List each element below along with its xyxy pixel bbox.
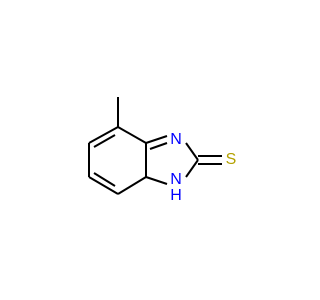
bond-c3a-n3-double-inner xyxy=(149,142,168,150)
nitrogen-atom-label-bottom: N xyxy=(170,171,182,188)
bonds xyxy=(88,97,222,195)
bond-c4-c5 xyxy=(88,126,119,144)
bond-c7-c7a xyxy=(117,176,147,195)
bond-c6-c7 xyxy=(88,176,119,195)
bond-c3a-n3-double xyxy=(145,135,168,144)
hydrogen-atom-label: H xyxy=(170,187,182,204)
bond-c4-c5-inner xyxy=(93,134,116,148)
bond-c2-n1 xyxy=(185,159,199,178)
bond-c6-c7-inner xyxy=(93,172,116,187)
atom-labels: N N H S xyxy=(170,131,236,204)
bond-n1-c7a xyxy=(145,176,168,185)
bond-n3-c2 xyxy=(185,142,199,161)
sulfur-atom-label: S xyxy=(226,151,237,168)
bond-c3a-c4 xyxy=(117,126,147,144)
nitrogen-atom-label-top: N xyxy=(170,131,182,148)
molecule-structure: N N H S xyxy=(88,97,236,204)
